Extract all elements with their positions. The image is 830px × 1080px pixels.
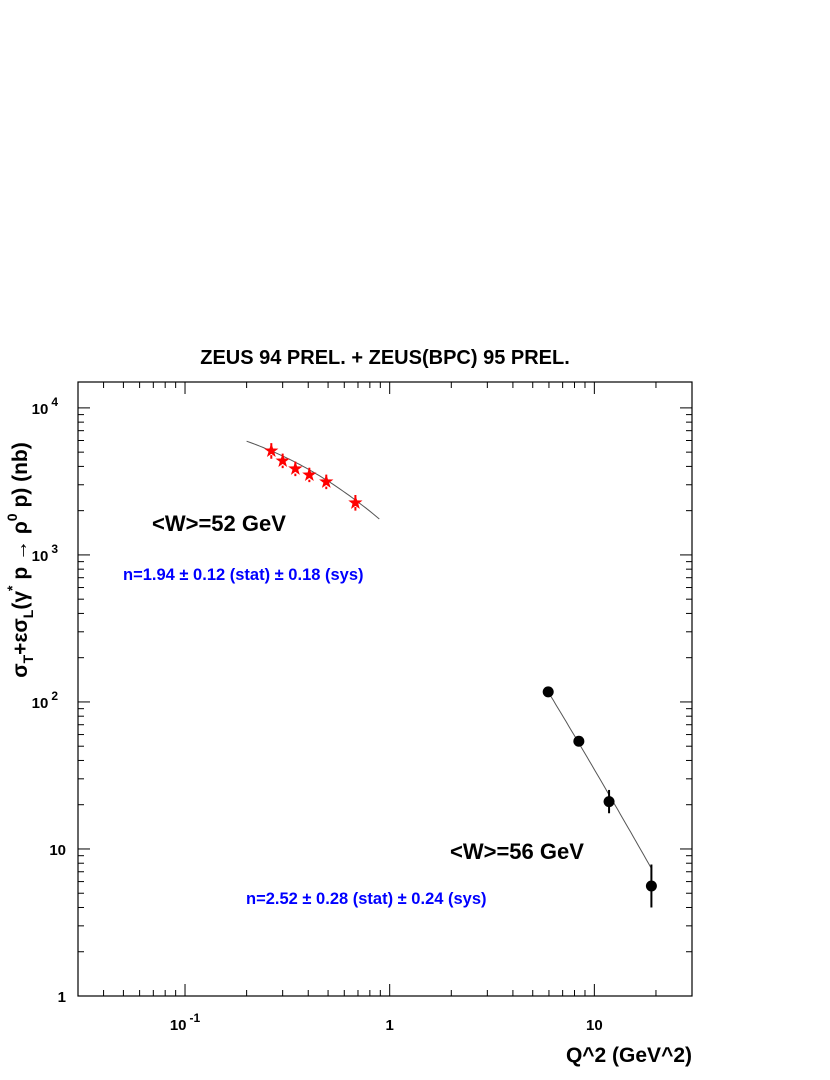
series-label-56: <W>=56 GeV: [450, 839, 584, 864]
circle-point: [645, 880, 657, 892]
fit-curves: [246, 440, 652, 869]
y-tick-label: 1: [58, 989, 66, 1006]
circle-point: [542, 686, 554, 698]
axis-ticks: [77, 382, 693, 997]
fit-curve: [547, 691, 652, 869]
star-point: [288, 461, 303, 475]
chart-title: ZEUS 94 PREL. + ZEUS(BPC) 95 PREL.: [200, 347, 570, 369]
circle-point: [573, 735, 585, 747]
star-point: [275, 453, 290, 467]
star-point: [348, 495, 363, 509]
star-point: [302, 467, 317, 481]
star-point: [319, 474, 334, 488]
plot-frame: [77, 381, 693, 997]
x-axis-label: Q^2 (GeV^2): [566, 1044, 692, 1067]
series-label-52: <W>=52 GeV: [152, 511, 286, 536]
y-tick-label: 10: [49, 842, 66, 859]
circle-point: [603, 796, 615, 808]
data-points: [264, 443, 657, 908]
fit-result-56: n=2.52 ± 0.28 (stat) ± 0.24 (sys): [246, 890, 487, 908]
x-tick-label: 10-1: [170, 1011, 201, 1034]
x-tick-label: 1: [386, 1017, 394, 1034]
x-tick-label: 10: [586, 1017, 603, 1034]
svg-text:σT+εσL(γ* p → ρ0 p) (nb): σT+εσL(γ* p → ρ0 p) (nb): [4, 442, 36, 678]
fit-result-52: n=1.94 ± 0.12 (stat) ± 0.18 (sys): [123, 566, 364, 584]
star-point: [264, 443, 279, 457]
y-axis-label: σT+εσL(γ* p → ρ0 p) (nb): [4, 442, 36, 678]
